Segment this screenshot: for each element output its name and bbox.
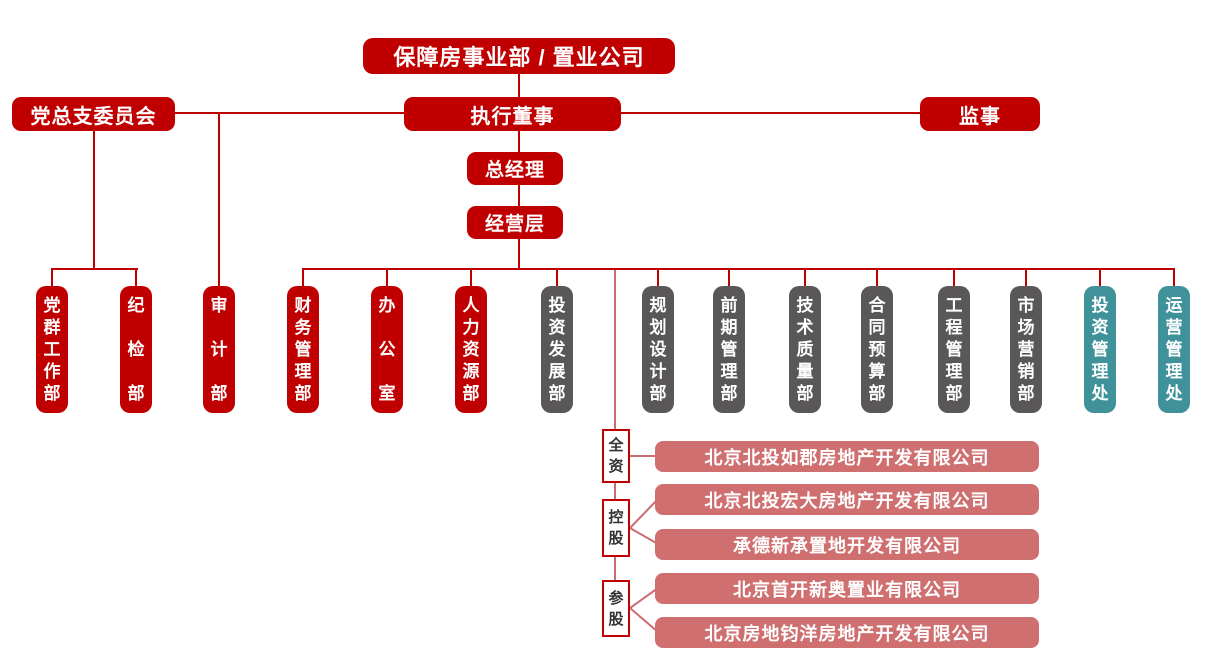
dept-investment-management-office: 投资管理处 xyxy=(1084,286,1116,413)
connector-dept-drop xyxy=(302,268,304,286)
connector-dept-drop xyxy=(556,268,558,286)
connector-dept-drop xyxy=(1173,268,1175,286)
dept-finance-management: 财务管理部 xyxy=(287,286,319,413)
connector-dept-drop xyxy=(728,268,730,286)
subsidiary-rujun: 北京北投如郡房地产开发有限公司 xyxy=(655,441,1039,472)
connector-dept-bar xyxy=(302,268,1175,270)
connector-subsidiary-branches xyxy=(629,455,659,633)
connector-dept-drop xyxy=(386,268,388,286)
connector-party-drop-left xyxy=(51,268,53,286)
connector-dept-drop xyxy=(953,268,955,286)
ownership-wholly-owned: 全资 xyxy=(602,429,630,483)
node-executive-director: 执行董事 xyxy=(404,97,621,131)
connector-party-drop xyxy=(93,131,95,270)
connector-audit-drop xyxy=(218,112,220,286)
connector-exec-gm xyxy=(518,131,520,152)
connector-mgmt-bar xyxy=(518,239,520,270)
connector-dept-drop xyxy=(470,268,472,286)
connector-gm-mgmt xyxy=(518,185,520,206)
connector-party-drop-right xyxy=(135,268,137,286)
dept-engineering-management: 工程管理部 xyxy=(938,286,970,413)
connector-party-bar xyxy=(51,268,138,270)
subsidiary-hongda: 北京北投宏大房地产开发有限公司 xyxy=(655,484,1039,515)
connector-dept-drop xyxy=(1025,268,1027,286)
dept-human-resources: 人力资源部 xyxy=(455,286,487,413)
node-general-manager: 总经理 xyxy=(467,152,563,185)
node-root-division: 保障房事业部 / 置业公司 xyxy=(363,38,675,74)
node-supervisor: 监事 xyxy=(920,97,1040,131)
connector-root-drop xyxy=(518,74,520,98)
connector-dept-drop xyxy=(657,268,659,286)
dept-contract-budget: 合同预算部 xyxy=(861,286,893,413)
subsidiary-fangdi-junyang: 北京房地钧洋房地产开发有限公司 xyxy=(655,617,1039,648)
subsidiary-shoukai-xinao: 北京首开新奥置业有限公司 xyxy=(655,573,1039,604)
ownership-participation: 参股 xyxy=(602,580,630,637)
subsidiary-chengde-xincheng: 承德新承置地开发有限公司 xyxy=(655,529,1039,560)
connector-subsidiary-trunk xyxy=(614,557,616,580)
dept-discipline-inspection: 纪检部 xyxy=(120,286,152,413)
dept-marketing: 市场营销部 xyxy=(1010,286,1042,413)
dept-early-stage-management: 前期管理部 xyxy=(713,286,745,413)
dept-technical-quality: 技术质量部 xyxy=(789,286,821,413)
dept-audit: 审计部 xyxy=(203,286,235,413)
connector-dept-drop xyxy=(804,268,806,286)
dept-investment-development: 投资发展部 xyxy=(541,286,573,413)
connector-subsidiary-trunk xyxy=(614,270,616,429)
ownership-holding: 控股 xyxy=(602,499,630,557)
connector-dept-drop xyxy=(1099,268,1101,286)
connector-dept-drop xyxy=(876,268,878,286)
connector-subsidiary-trunk xyxy=(614,483,616,499)
dept-party-mass-work: 党群工作部 xyxy=(36,286,68,413)
dept-planning-design: 规划设计部 xyxy=(642,286,674,413)
dept-general-office: 办公室 xyxy=(371,286,403,413)
dept-operations-management-office: 运营管理处 xyxy=(1158,286,1190,413)
node-management-layer: 经营层 xyxy=(467,206,563,239)
node-party-committee: 党总支委员会 xyxy=(12,97,175,131)
